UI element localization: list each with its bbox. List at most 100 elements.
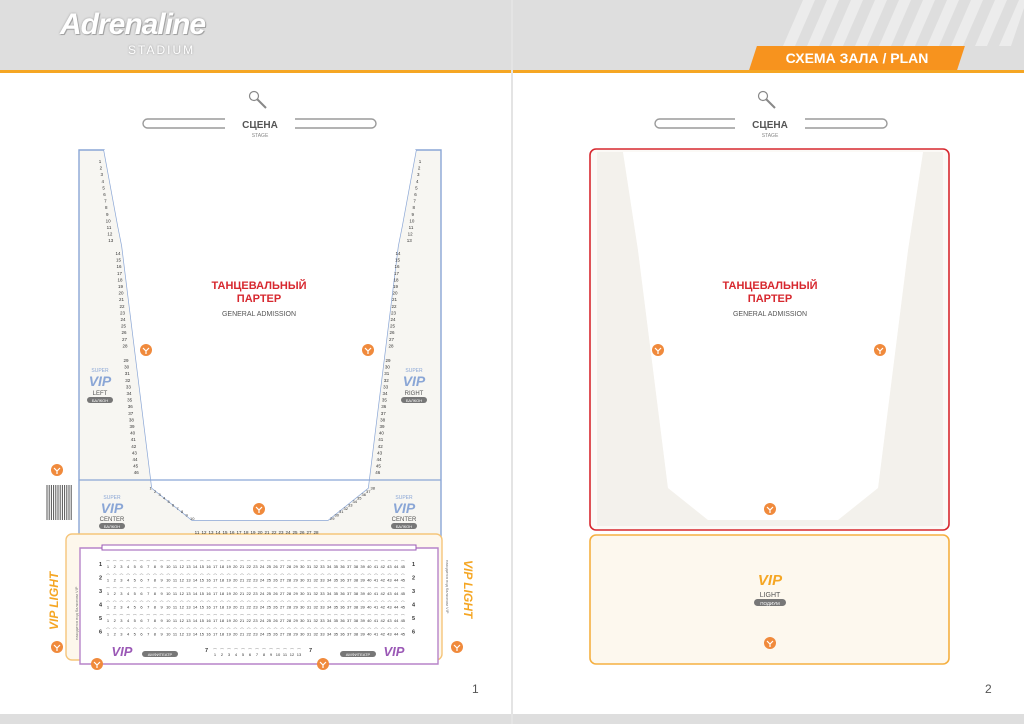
page-number-left: 1 bbox=[472, 682, 479, 696]
seat-number: 19 bbox=[226, 591, 231, 596]
seat-number: 9 bbox=[412, 212, 415, 217]
seat-number: 23 bbox=[391, 310, 397, 315]
seat-number: 44 bbox=[376, 457, 382, 462]
seat-number: 25 bbox=[267, 564, 272, 569]
seat-number: 36 bbox=[362, 492, 367, 497]
seat-number: 27 bbox=[122, 337, 128, 342]
vip-light-right-title: VIP LIGHT bbox=[461, 560, 475, 620]
seat-number: 36 bbox=[340, 618, 345, 623]
seat-number: 5 bbox=[134, 605, 137, 610]
exit-icon bbox=[91, 658, 103, 670]
seat-number: 42 bbox=[378, 444, 384, 449]
row-label: 7 bbox=[309, 648, 312, 654]
header-left bbox=[0, 0, 511, 70]
seat-number: 35 bbox=[334, 564, 339, 569]
seat-number: 22 bbox=[246, 564, 251, 569]
seat-number: 7 bbox=[147, 605, 150, 610]
seat-number: 37 bbox=[128, 411, 134, 416]
seat-number: 37 bbox=[347, 632, 352, 637]
seat-number: 12 bbox=[179, 618, 184, 623]
seat-number: 13 bbox=[208, 530, 214, 535]
seat-number: 3 bbox=[417, 172, 420, 177]
exit-icons-right bbox=[652, 344, 886, 649]
seat-number: 5 bbox=[134, 618, 137, 623]
seat-number: 32 bbox=[125, 378, 131, 383]
seat-number: 24 bbox=[390, 317, 396, 322]
dance-floor-title-2-right: ПАРТЕР bbox=[748, 293, 792, 305]
seat-number: 36 bbox=[128, 404, 134, 409]
seat-number: 7 bbox=[413, 199, 416, 204]
seat-number: 22 bbox=[246, 578, 251, 583]
seat-number: 32 bbox=[313, 632, 318, 637]
seat-number: 24 bbox=[120, 317, 126, 322]
seat-number: 15 bbox=[200, 618, 205, 623]
seat-number: 39 bbox=[129, 424, 135, 429]
seat-number: 19 bbox=[250, 530, 256, 535]
seat-number: 4 bbox=[127, 605, 130, 610]
vip-right-side: RIGHT bbox=[405, 391, 424, 397]
row-label: 4 bbox=[99, 603, 103, 609]
seat-number: 28 bbox=[287, 605, 292, 610]
seat-number: 23 bbox=[253, 578, 258, 583]
seat-number: 38 bbox=[354, 605, 359, 610]
seat-number: 22 bbox=[246, 591, 251, 596]
seat-number: 13 bbox=[297, 652, 302, 657]
exit-icon bbox=[51, 464, 63, 476]
row-label: 6 bbox=[99, 630, 102, 636]
seat-number: 2 bbox=[114, 618, 117, 623]
seat-number: 34 bbox=[327, 605, 332, 610]
exit-icon bbox=[253, 503, 265, 515]
vip-right-badge: БАЛКОН bbox=[406, 398, 422, 403]
seat-number: 7 bbox=[147, 632, 150, 637]
seat-number: 27 bbox=[306, 530, 312, 535]
row-label: 1 bbox=[412, 562, 415, 568]
seat-number: 15 bbox=[395, 258, 401, 263]
seat-number: 30 bbox=[300, 605, 305, 610]
seat-number: 37 bbox=[366, 489, 371, 494]
seat-number: 11 bbox=[173, 578, 178, 583]
seat-number: 12 bbox=[201, 530, 207, 535]
seat-number: 5 bbox=[134, 632, 137, 637]
seat-number: 40 bbox=[379, 431, 385, 436]
seat-number: 33 bbox=[320, 605, 325, 610]
seat-number: 43 bbox=[387, 632, 392, 637]
exit-icon bbox=[764, 503, 776, 515]
seat-number: 16 bbox=[116, 264, 122, 269]
seat-number: 13 bbox=[407, 238, 413, 243]
seat-number: 21 bbox=[240, 564, 245, 569]
seat-number: 20 bbox=[257, 530, 263, 535]
vip-right-super: SUPER bbox=[405, 368, 423, 374]
seat-number: 27 bbox=[280, 632, 285, 637]
seat-number: 3 bbox=[228, 652, 231, 657]
seat-number: 2 bbox=[100, 166, 103, 171]
seat-number: 34 bbox=[353, 499, 358, 504]
seat-number: 43 bbox=[387, 578, 392, 583]
seat-number: 13 bbox=[108, 238, 114, 243]
header-accent-line-right bbox=[513, 70, 1024, 73]
seat-number: 41 bbox=[374, 591, 379, 596]
seat-number: 14 bbox=[193, 578, 198, 583]
stage-sub-right: STAGE bbox=[762, 133, 779, 139]
seat-number: 39 bbox=[360, 632, 365, 637]
seat-number: 11 bbox=[173, 591, 178, 596]
seat-number: 30 bbox=[300, 618, 305, 623]
seat-number: 1 bbox=[107, 564, 110, 569]
seat-number: 31 bbox=[307, 578, 312, 583]
seat-number: 21 bbox=[240, 618, 245, 623]
seat-number: 17 bbox=[213, 591, 218, 596]
seat-number: 16 bbox=[206, 632, 211, 637]
page-left: Adrenaline STADIUM СЦЕНА STAGE ТАНЦЕВАЛЬ… bbox=[0, 0, 511, 724]
row-label: 5 bbox=[99, 616, 102, 622]
seat-number: 23 bbox=[120, 310, 126, 315]
seat-number: 26 bbox=[299, 530, 305, 535]
seat-number: 20 bbox=[233, 591, 238, 596]
seat-number: 32 bbox=[344, 506, 349, 511]
microphone-icon bbox=[248, 90, 267, 109]
page-right: СХЕМА ЗАЛА / PLAN СЦЕНА STAGE ТАНЦЕВАЛЬН… bbox=[513, 0, 1024, 724]
seat-number: 6 bbox=[103, 192, 106, 197]
seat-number: 39 bbox=[379, 424, 385, 429]
seat-number: 6 bbox=[172, 502, 175, 507]
seat-number: 5 bbox=[415, 185, 418, 190]
row-label: 2 bbox=[412, 576, 415, 582]
seat-number: 23 bbox=[253, 591, 258, 596]
